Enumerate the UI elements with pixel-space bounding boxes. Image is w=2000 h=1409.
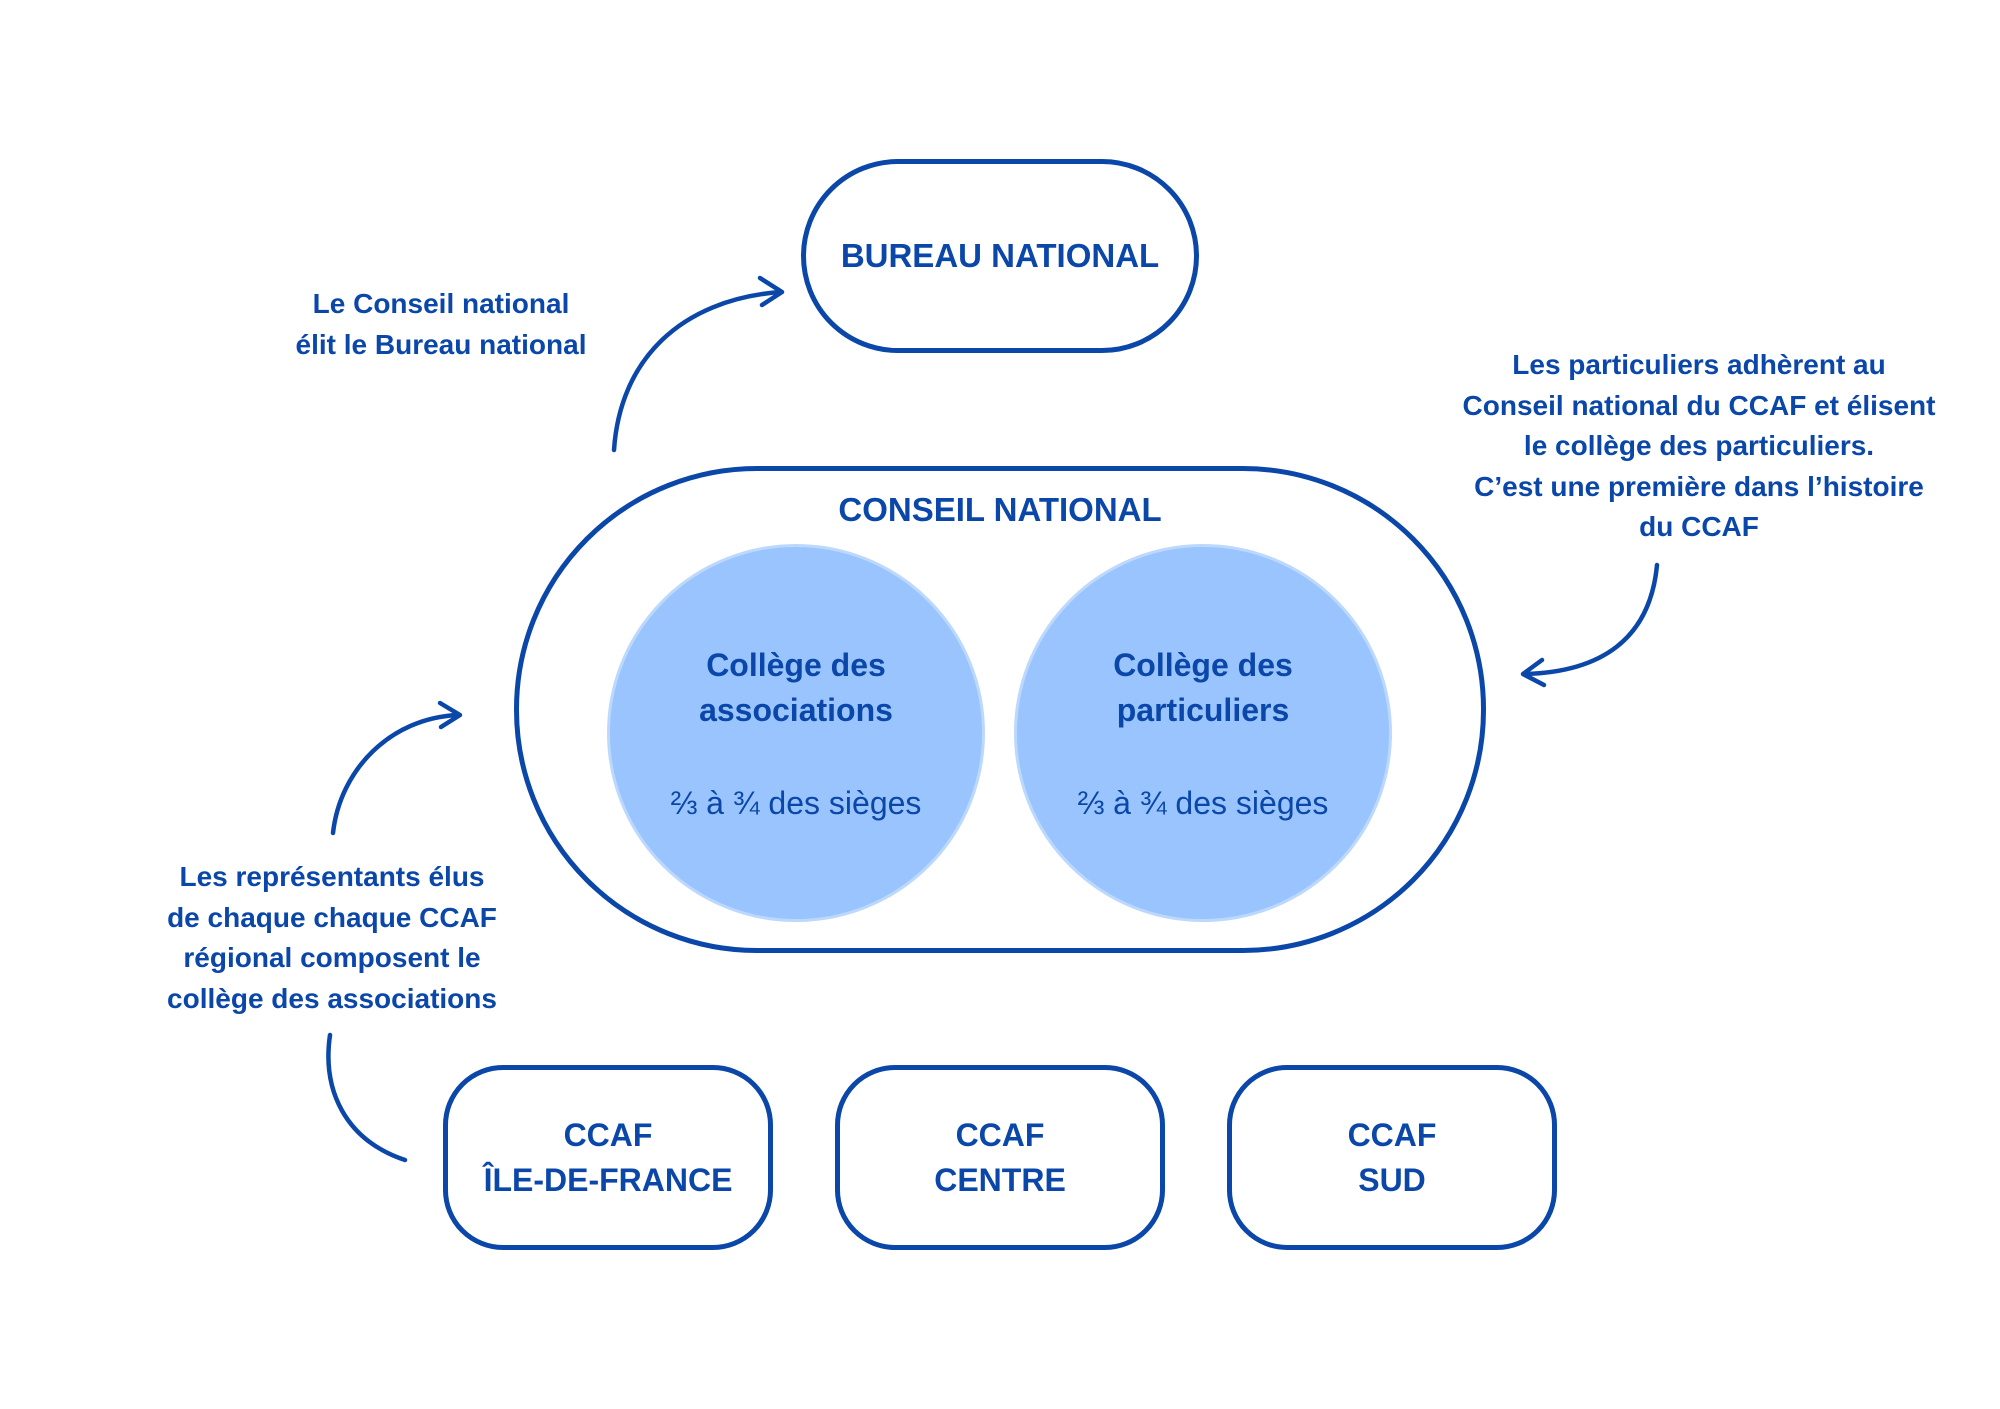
note-particuliers-adherent: Les particuliers adhèrent au Conseil nat… [1419, 345, 1979, 548]
college-name-line1: Collège des [706, 647, 886, 683]
college-name-line2: associations [699, 692, 893, 728]
conseil-national-box: CONSEIL NATIONAL [514, 466, 1486, 953]
region-line2: ÎLE-DE-FRANCE [483, 1161, 733, 1198]
note-line: Les représentants élus [179, 861, 485, 892]
conseil-national-title: CONSEIL NATIONAL [838, 491, 1162, 528]
region-line1: CCAF [1347, 1116, 1437, 1153]
note-line: de chaque chaque CCAF [167, 901, 497, 933]
college-seats: ⅔ à ¾ des sièges [1077, 785, 1329, 821]
college-name: Collège des associations [610, 643, 982, 733]
region-line2: SUD [1358, 1161, 1426, 1198]
curved-arrow-right-icon [611, 275, 785, 453]
ccaf-sud-box: CCAF SUD [1227, 1065, 1557, 1250]
region-line1: CCAF [563, 1116, 653, 1153]
note-line: le collège des particuliers. [1523, 430, 1875, 461]
college-seats: ⅔ à ¾ des sièges [670, 785, 922, 821]
college-particuliers: Collège des particuliers ⅔ à ¾ des siège… [1014, 544, 1392, 922]
note-line: Les particuliers adhèrent au [1512, 349, 1886, 380]
curved-arrow-left-icon [1520, 562, 1660, 688]
curved-arrow-right-icon [330, 700, 463, 836]
note-representants-elus: Les représentants élus de chaque chaque … [132, 857, 532, 1019]
note-line: régional composent le [183, 942, 481, 973]
bureau-national-box: BUREAU NATIONAL [801, 159, 1199, 353]
ccaf-ile-de-france-box: CCAF ÎLE-DE-FRANCE [443, 1065, 773, 1250]
ccaf-centre-box: CCAF CENTRE [835, 1065, 1165, 1250]
note-conseil-elit-bureau: Le Conseil national élit le Bureau natio… [241, 284, 641, 365]
college-name: Collège des particuliers [1017, 643, 1389, 733]
note-line: élit le Bureau national [295, 328, 587, 360]
note-line: Le Conseil national [312, 288, 570, 319]
curve-line-icon [326, 1032, 408, 1163]
note-line: Conseil national du CCAF et élisent [1462, 389, 1936, 421]
college-name-line1: Collège des [1113, 647, 1293, 683]
note-line: collège des associations [167, 982, 497, 1014]
note-line: C’est une première dans l’histoire [1474, 470, 1924, 502]
region-line2: CENTRE [934, 1161, 1066, 1198]
note-line: du CCAF [1639, 511, 1759, 542]
region-line1: CCAF [955, 1116, 1045, 1153]
college-associations: Collège des associations ⅔ à ¾ des siège… [607, 544, 985, 922]
bureau-national-label: BUREAU NATIONAL [840, 237, 1160, 274]
college-name-line2: particuliers [1116, 692, 1290, 728]
